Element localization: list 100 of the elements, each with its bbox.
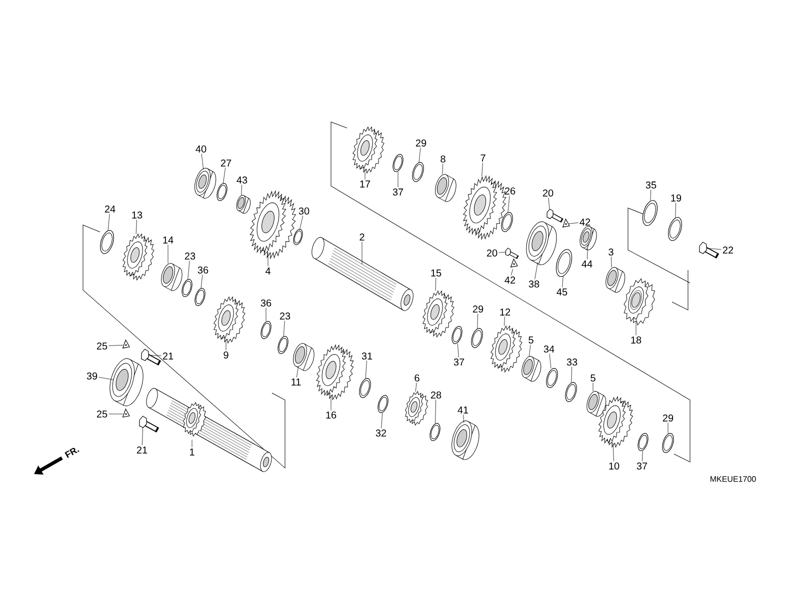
washer xyxy=(546,368,558,388)
callout-number: 10 xyxy=(609,462,620,470)
washer xyxy=(412,162,424,182)
leader-line xyxy=(223,168,226,184)
leader-line xyxy=(510,268,513,276)
callout-number: 24 xyxy=(104,206,116,212)
leader-line xyxy=(562,276,564,288)
callout-number: 26 xyxy=(504,187,516,195)
callout-number: 22 xyxy=(722,246,734,254)
leader-line xyxy=(612,442,614,462)
leader-line xyxy=(706,248,722,250)
gear xyxy=(598,396,633,448)
bolt xyxy=(141,348,162,366)
callout-number: 7 xyxy=(480,154,486,162)
leader-line xyxy=(201,154,204,170)
washer xyxy=(452,326,462,344)
callout-number: 18 xyxy=(631,336,642,344)
bearing xyxy=(452,420,480,460)
washer xyxy=(392,154,404,172)
direction-label: FR. xyxy=(64,448,80,458)
callout-number: 12 xyxy=(500,308,510,316)
washer xyxy=(359,378,371,398)
callout-number: 41 xyxy=(458,406,468,414)
washer xyxy=(642,200,658,226)
leader-line xyxy=(364,168,366,180)
callout-number: 23 xyxy=(280,312,290,320)
callout-number: 25 xyxy=(96,342,108,350)
washer xyxy=(501,212,513,232)
washer xyxy=(182,279,192,297)
gear xyxy=(405,391,428,426)
gear xyxy=(490,326,522,372)
washer xyxy=(216,183,228,201)
gear xyxy=(214,296,246,344)
bearing xyxy=(580,226,597,250)
bearing xyxy=(526,221,557,266)
leader-line xyxy=(435,400,436,424)
washer xyxy=(260,321,272,339)
leader-line xyxy=(568,222,578,224)
callout-number: 43 xyxy=(236,176,248,184)
callout-number: 44 xyxy=(582,260,592,268)
gear xyxy=(422,290,454,338)
callout-number: 38 xyxy=(528,280,540,288)
callout-number: 4 xyxy=(265,268,270,274)
leader-line xyxy=(508,196,510,212)
leader-line xyxy=(650,190,652,201)
bushing xyxy=(236,194,251,214)
leader-line xyxy=(675,202,676,218)
leader-line xyxy=(534,262,538,280)
sprocket xyxy=(624,278,655,326)
callout-number: 16 xyxy=(326,411,336,419)
callout-number: 32 xyxy=(376,429,386,437)
bushing xyxy=(161,263,182,291)
leader-line xyxy=(188,260,190,280)
washer xyxy=(668,217,682,241)
callout-number: 21 xyxy=(136,446,148,454)
callout-number: 30 xyxy=(298,207,310,215)
shaft xyxy=(146,388,272,472)
bushing xyxy=(293,343,314,371)
callout-number: 11 xyxy=(292,378,301,386)
bolt xyxy=(699,242,720,258)
callout-number: 40 xyxy=(196,145,206,153)
diagram-code: MKEUE1700 xyxy=(710,476,756,482)
leader-line xyxy=(300,216,304,230)
callout-number: 45 xyxy=(556,288,568,296)
washer xyxy=(430,423,440,441)
callout-number: 25 xyxy=(96,410,108,418)
leader-line xyxy=(571,366,572,382)
washer xyxy=(100,230,114,254)
gear xyxy=(122,234,154,280)
leader-line xyxy=(548,198,550,210)
leader-line xyxy=(241,184,242,196)
leader-line xyxy=(148,354,162,356)
callout-number: 20 xyxy=(486,249,498,257)
leader-line xyxy=(136,220,137,234)
bolt xyxy=(546,208,564,223)
callout-number: 3 xyxy=(608,248,614,256)
callout-number: 17 xyxy=(360,180,370,188)
callout-number: 21 xyxy=(162,352,174,360)
washer xyxy=(556,249,572,277)
callout-number: 39 xyxy=(86,372,98,380)
callout-number: 36 xyxy=(260,299,272,307)
callout-number: 29 xyxy=(416,139,426,147)
leader-line xyxy=(442,164,444,175)
callout-number: 42 xyxy=(504,276,516,284)
callout-number: 5 xyxy=(528,336,534,344)
callout-number: 15 xyxy=(431,270,442,276)
callout-number: 5 xyxy=(590,374,596,382)
leader-line xyxy=(200,274,203,288)
callout-number: 8 xyxy=(440,155,446,163)
callout-number: 1 xyxy=(190,448,194,456)
bushing xyxy=(522,356,542,382)
callout-number: 37 xyxy=(636,462,648,470)
leader-line xyxy=(108,214,110,231)
washer xyxy=(638,433,648,451)
leader-line xyxy=(415,382,417,392)
leader-line xyxy=(611,256,612,268)
leader-line xyxy=(381,412,383,428)
leader-line xyxy=(330,394,332,410)
leader-line xyxy=(142,428,143,446)
bolt xyxy=(505,248,519,259)
